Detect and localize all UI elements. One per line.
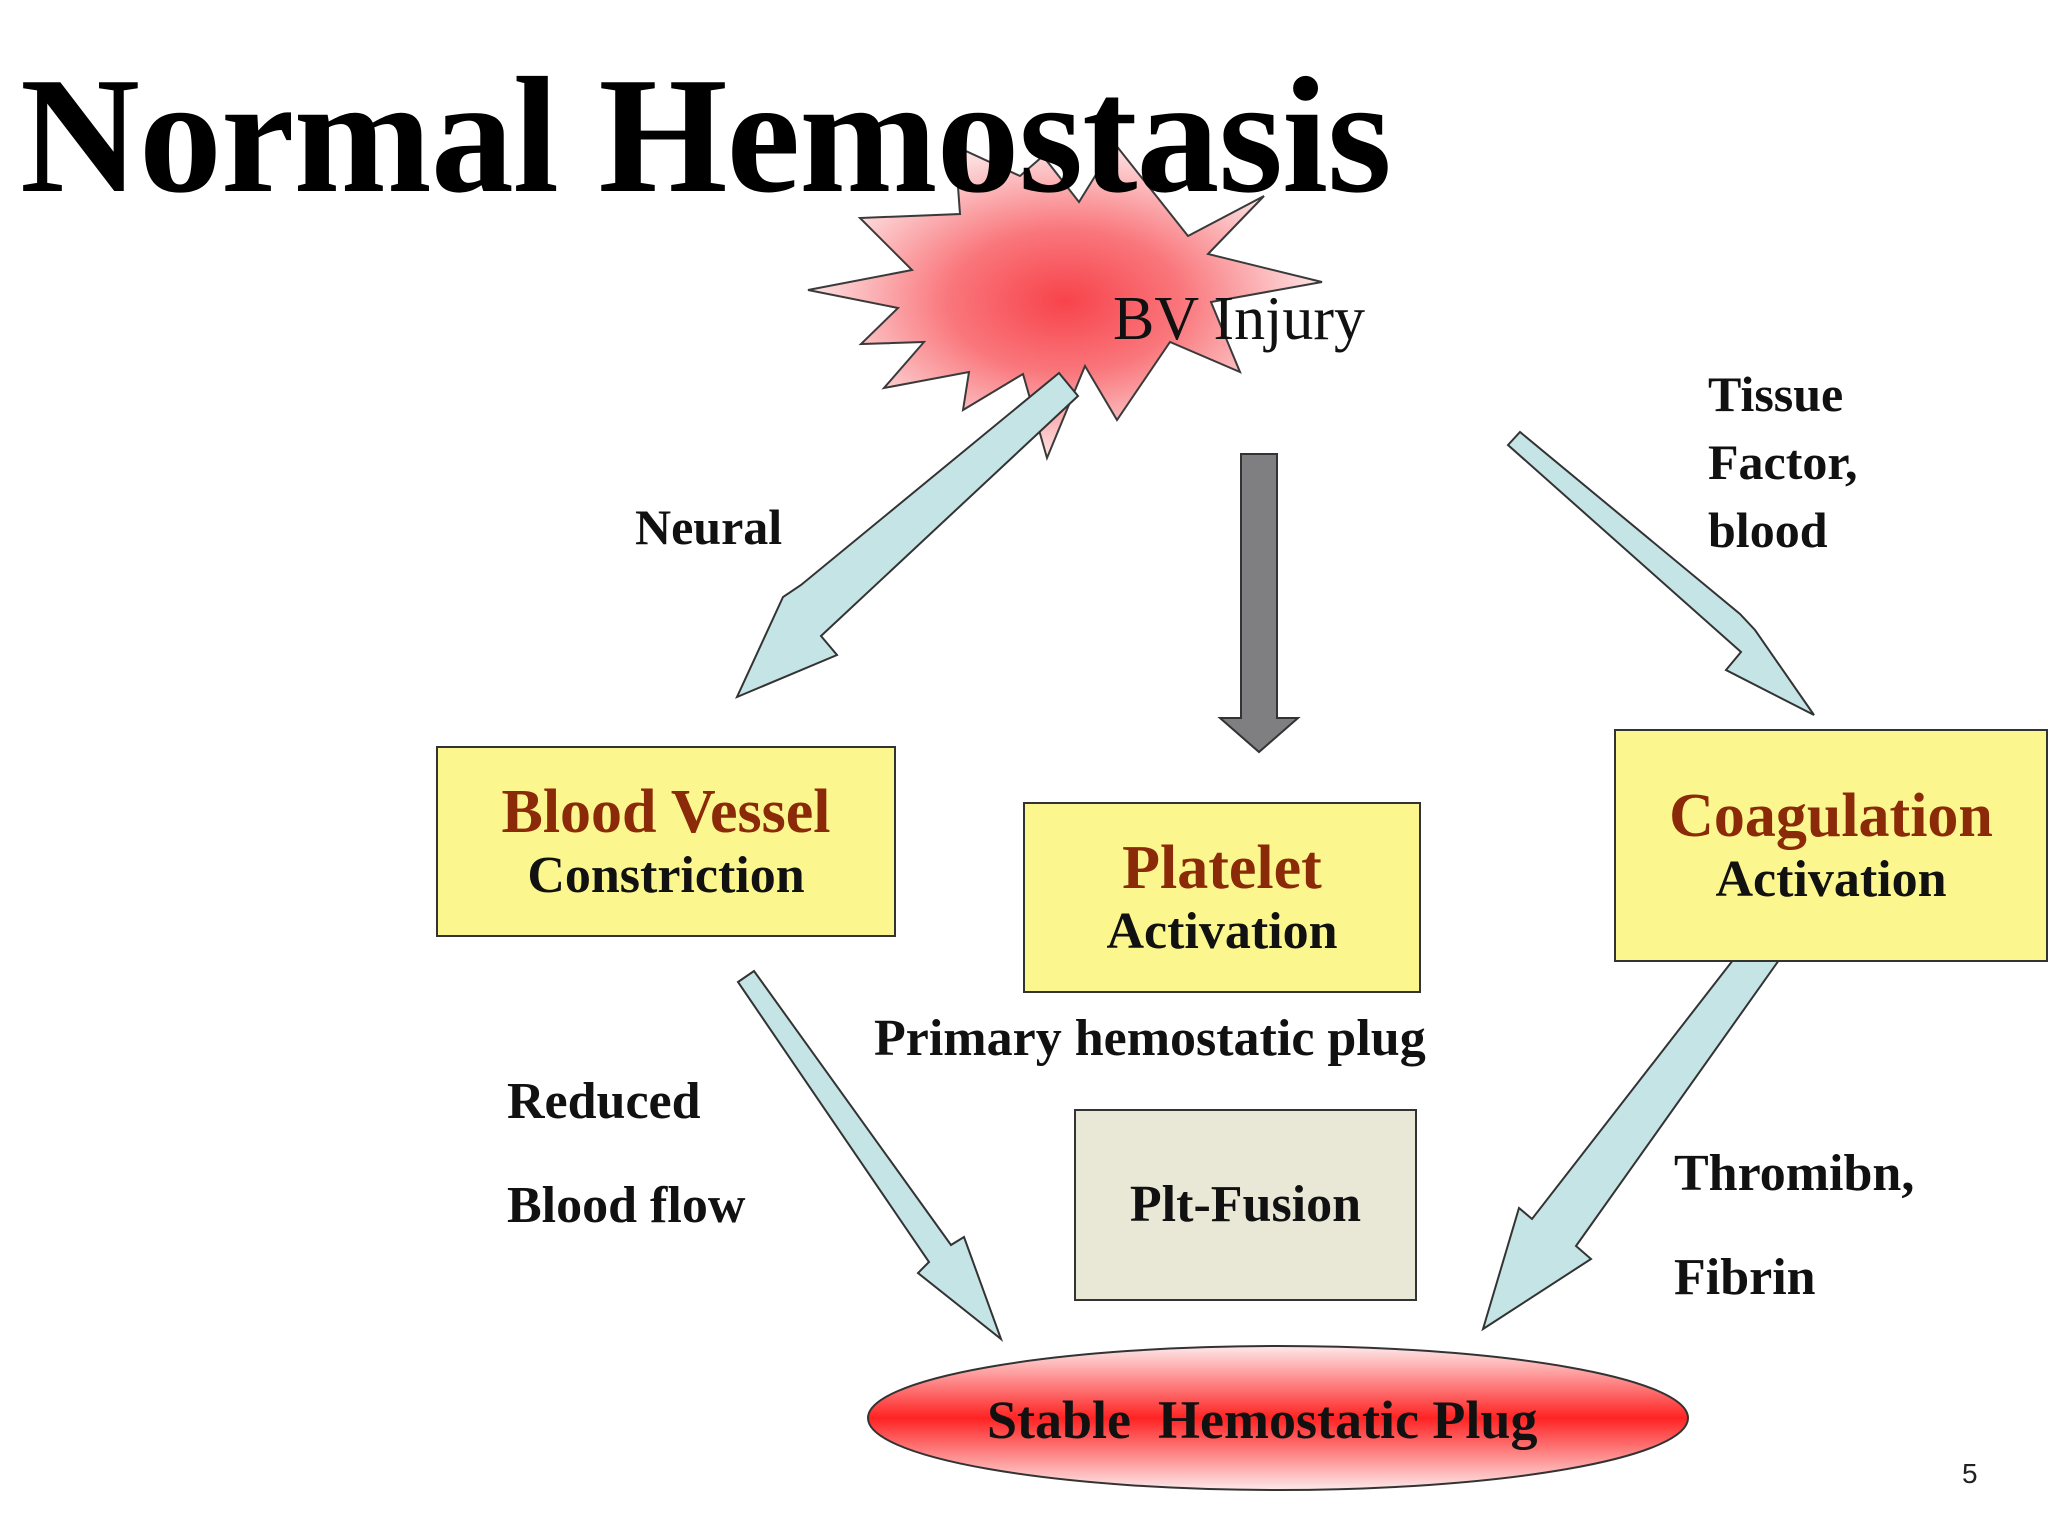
neural-arrow [735, 371, 1080, 699]
vessel-box-title: Blood Vessel [501, 777, 831, 846]
page-number: 5 [1962, 1458, 1978, 1489]
thrombin-fibrin-label: Thromibn, Fibrin [1674, 1122, 1914, 1330]
platelet-activation-box: Platelet Activation [1023, 802, 1421, 993]
coagulation-box-title: Coagulation [1669, 781, 1993, 850]
tissue-factor-line: Tissue [1708, 366, 1844, 422]
neural-label: Neural [635, 499, 783, 555]
reduced-flow-arrow [736, 969, 1004, 1342]
fibrin-line: Fibrin [1674, 1249, 1816, 1306]
platelet-arrow [1217, 453, 1301, 754]
stable-plug-oval [867, 1345, 1689, 1491]
vessel-constriction-box: Blood Vessel Constriction [436, 746, 896, 937]
tissue-factor-line: Factor, [1708, 434, 1858, 490]
injury-label: BV Injury [1113, 285, 1366, 353]
coagulation-box-subtitle: Activation [1715, 850, 1947, 908]
thrombin-line: Thromibn, [1674, 1145, 1915, 1202]
page-title: Normal Hemostasis [20, 43, 1392, 227]
plt-fusion-label: Plt-Fusion [1129, 1176, 1362, 1234]
reduced-flow-label: Reduced Blood flow [507, 1050, 745, 1258]
primary-plug-label: Primary hemostatic plug [874, 1010, 1426, 1067]
injury-burst-shape [807, 142, 1323, 462]
platelet-box-title: Platelet [1122, 833, 1322, 902]
stable-plug-label: Stable Hemostatic Plug [987, 1390, 1538, 1450]
tissue-factor-line: blood [1708, 502, 1828, 558]
platelet-box-subtitle: Activation [1106, 902, 1338, 960]
tissue-factor-arrow [1506, 430, 1815, 716]
reduced-flow-line: Blood flow [507, 1177, 746, 1234]
vessel-box-subtitle: Constriction [527, 846, 805, 904]
tissue-factor-label: Tissue Factor, blood [1708, 360, 1858, 564]
thrombin-arrow [1481, 922, 1791, 1332]
plt-fusion-box: Plt-Fusion [1074, 1109, 1417, 1301]
coagulation-activation-box: Coagulation Activation [1614, 729, 2048, 962]
reduced-flow-line: Reduced [507, 1073, 701, 1130]
